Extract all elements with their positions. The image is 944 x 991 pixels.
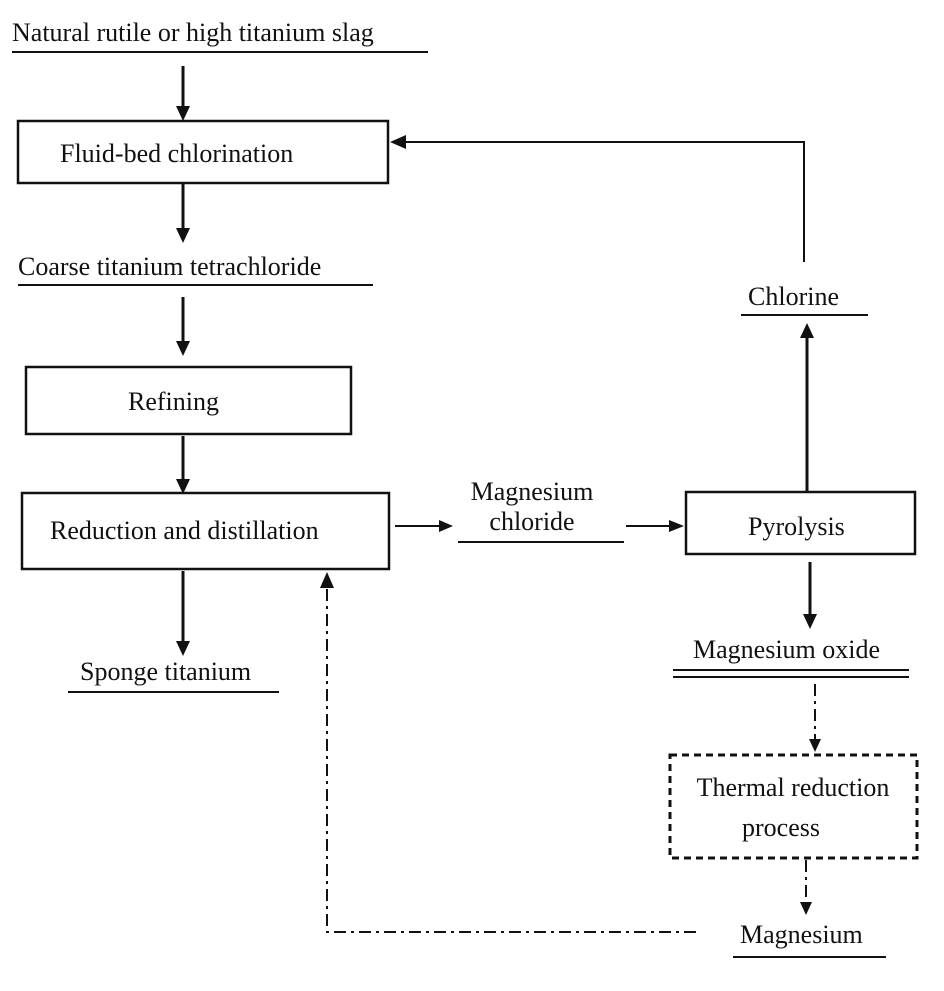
thermal-reduction-label-line2: process xyxy=(742,813,820,842)
thermal-reduction-label-line1: Thermal reduction xyxy=(697,773,890,802)
arrow-head xyxy=(320,572,334,588)
arrow-head xyxy=(176,106,190,121)
arrow-magnesium-recycle xyxy=(326,586,696,933)
raw-material-label: Natural rutile or high titanium slag xyxy=(12,18,374,47)
arrow-head xyxy=(176,228,190,243)
reduction-distillation-label: Reduction and distillation xyxy=(50,516,319,545)
pyrolysis-label: Pyrolysis xyxy=(748,512,845,541)
arrow-head xyxy=(800,323,814,338)
magnesium-chloride-label-line2: chloride xyxy=(489,507,574,536)
arrow-head xyxy=(803,614,817,629)
chlorine-label: Chlorine xyxy=(748,282,839,311)
arrow-head xyxy=(809,739,821,752)
pyrolysis-box xyxy=(684,490,917,556)
reduction-distillation-box xyxy=(20,491,391,571)
thermal-reduction-box xyxy=(668,753,919,860)
magnesium-chloride-label-line1: Magnesium xyxy=(471,477,594,506)
arrow-head xyxy=(176,341,190,356)
arrow-chlorine-recycle xyxy=(404,141,805,262)
magnesium-label: Magnesium xyxy=(740,920,863,949)
magnesium-oxide-label: Magnesium oxide xyxy=(693,635,880,664)
arrow-head xyxy=(176,641,190,656)
fluid-bed-chlorination-box xyxy=(16,119,390,185)
fluid-bed-chlorination-label: Fluid-bed chlorination xyxy=(60,139,293,168)
arrow-head xyxy=(669,520,684,532)
arrow-head xyxy=(439,520,453,532)
refining-box xyxy=(24,365,353,436)
sponge-titanium-label: Sponge titanium xyxy=(80,657,251,686)
arrow-head xyxy=(390,135,406,149)
coarse-ticl4-label: Coarse titanium tetrachloride xyxy=(18,252,321,281)
arrow-head xyxy=(800,902,812,915)
arrow-head xyxy=(176,479,190,494)
refining-label: Refining xyxy=(128,387,219,416)
